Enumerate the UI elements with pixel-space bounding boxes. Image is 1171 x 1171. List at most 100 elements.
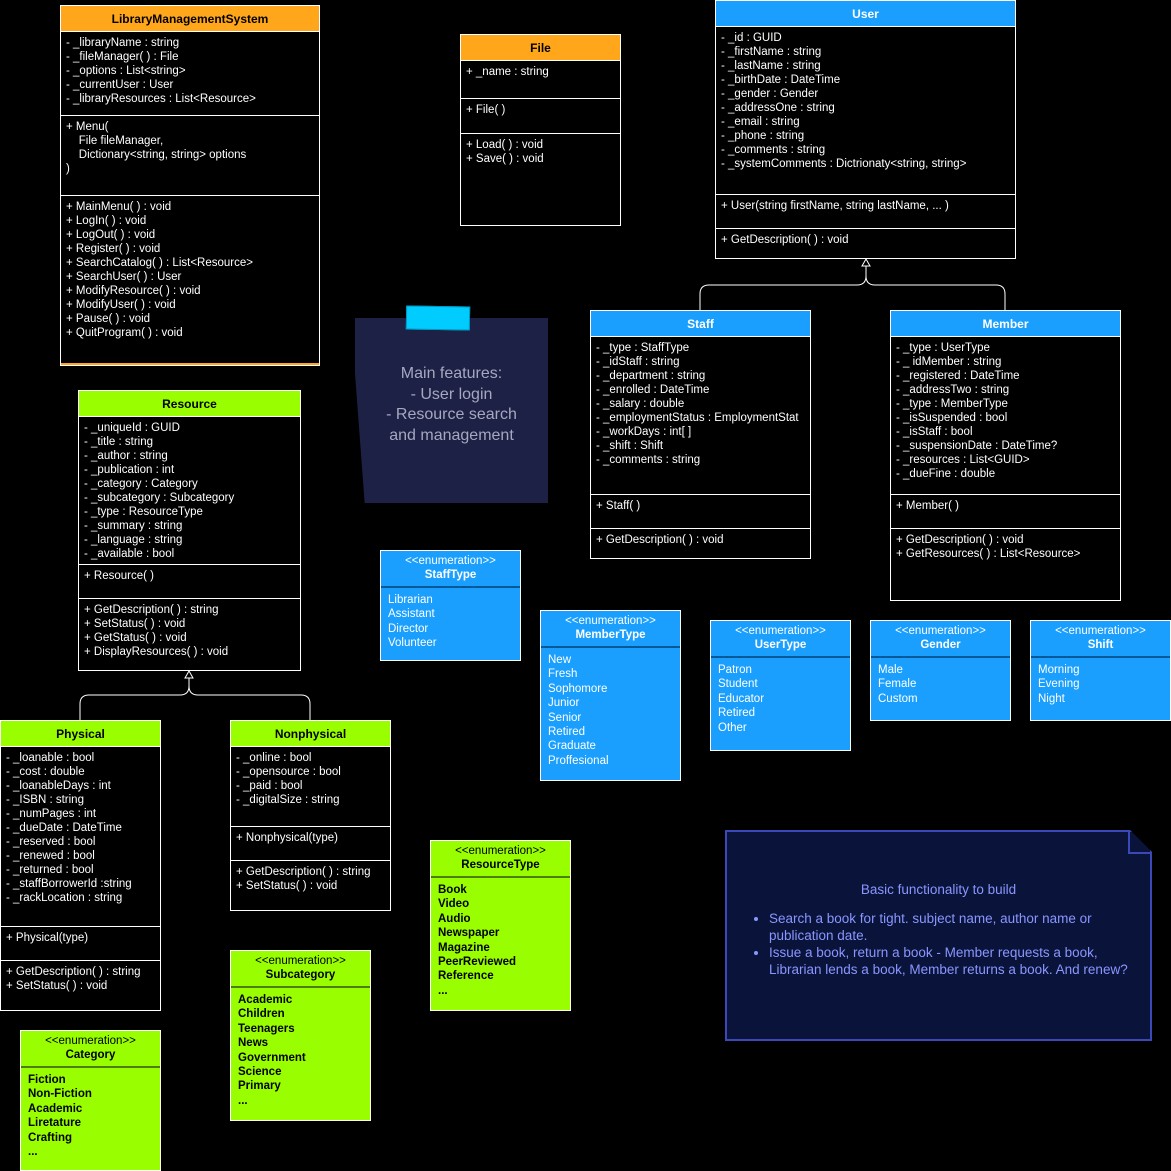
attribute: - _loanable : bool — [6, 752, 95, 764]
class-library-management-system[interactable]: LibraryManagementSystem - _libraryName :… — [60, 5, 320, 366]
constructor-section: + Menu( File fileManager, Dictionary<str… — [61, 116, 319, 196]
class-body: + _name : string + File( ) + Load( ) : voi… — [461, 61, 620, 225]
enum-value: News — [238, 1037, 269, 1050]
note-basic-functionality[interactable]: Basic functionality to build Search a bo… — [725, 830, 1152, 1041]
class-name: LibraryManagementSystem — [61, 6, 319, 32]
enum-value: Audio — [438, 912, 471, 925]
methods-section: + GetDescription( ) : void — [716, 229, 1015, 258]
attribute: - _digitalSize : string — [236, 794, 340, 806]
attribute: - _returned : bool — [6, 864, 94, 876]
sticky-note-main-features[interactable]: Main features: - User login - Resource s… — [355, 318, 548, 503]
method: + File( ) — [466, 104, 506, 116]
attribute: - _publication : int — [84, 464, 175, 476]
attribute: - _firstName : string — [721, 46, 822, 58]
enum-value: Educator — [718, 692, 765, 705]
enum-value: PeerReviewed — [438, 956, 516, 969]
enum-value: Librarian — [388, 594, 433, 606]
enum-value: Science — [238, 1066, 282, 1079]
attribute: - _available : bool — [84, 548, 175, 560]
attribute: - _paid : bool — [236, 780, 303, 792]
attribute: - _dueDate : DateTime — [6, 822, 122, 834]
class-resource[interactable]: Resource - _uniqueId : GUID- _title : st… — [78, 390, 301, 671]
enum-value: Academic — [238, 994, 293, 1006]
enum-value: Assistant — [388, 608, 435, 621]
attributes-section: - _id : GUID- _firstName : string- _last… — [716, 27, 1015, 195]
class-nonphysical[interactable]: Nonphysical - _online : bool- _opensourc… — [230, 720, 391, 911]
methods-section: + Load( ) : void+ Save( ) : void — [461, 134, 620, 225]
method: + Load( ) : void — [466, 139, 544, 151]
enum-value: Children — [238, 1008, 285, 1021]
enum-value: Evening — [1038, 678, 1080, 691]
attribute: - _dueFine : double — [896, 468, 996, 480]
note-line: - User login — [410, 385, 493, 403]
enum-header: <<enumeration>>ResourceType — [431, 841, 570, 878]
class-staff[interactable]: Staff - _type : StaffType- _idStaff : st… — [590, 310, 811, 559]
attribute: - _addressOne : string — [721, 102, 835, 114]
class-member[interactable]: Member - _type : UserType- _ idMember : … — [890, 310, 1121, 601]
methods-section: + GetDescription( ) : void — [591, 529, 810, 558]
enum-value: Fresh — [548, 668, 578, 681]
note-list-item: Search a book for tight. subject name, a… — [769, 910, 1150, 944]
method: + Register( ) : void — [66, 243, 161, 255]
enum-stereotype: <<enumeration>> — [1055, 625, 1146, 637]
note-list: Search a book for tight. subject name, a… — [727, 910, 1150, 978]
enum-value: ... — [438, 984, 448, 997]
enum-value: Patron — [718, 664, 752, 676]
attribute: - _renewed : bool — [6, 850, 95, 862]
enum-value: Crafting — [28, 1131, 73, 1144]
enum-value: Video — [438, 898, 470, 911]
enum-name: ResourceType — [461, 859, 540, 871]
method: + LogOut( ) : void — [66, 229, 156, 241]
class-user[interactable]: User - _id : GUID- _firstName : string- … — [715, 0, 1016, 259]
enum-value: Senior — [548, 711, 582, 724]
enum-header: <<enumeration>>UserType — [711, 621, 850, 658]
attribute: - _email : string — [721, 116, 800, 128]
attribute: - _isStaff : bool — [896, 426, 973, 438]
edge-staff-to-user — [699, 266, 867, 310]
class-body: - _loanable : bool- _cost : double- _loa… — [1, 747, 160, 1010]
attribute: - _phone : string — [721, 130, 805, 142]
enum-value: New — [548, 654, 572, 666]
enum-value: Reference — [438, 970, 494, 983]
enum-name: MemberType — [575, 629, 646, 641]
attributes-section: + _name : string — [461, 61, 620, 99]
enum-header: <<enumeration>>Gender — [871, 621, 1010, 658]
method: + Resource( ) — [84, 570, 154, 582]
enum-value: Newspaper — [438, 927, 500, 940]
enum-value: Fiction — [28, 1074, 66, 1086]
enum-name: Category — [65, 1049, 116, 1061]
note-title: Basic functionality to build — [860, 882, 1017, 897]
enum-name: Gender — [920, 639, 961, 651]
method: + MainMenu( ) : void — [66, 201, 172, 213]
class-file[interactable]: File + _name : string+ File( )+ Load( ) … — [460, 34, 621, 226]
attribute: - _enrolled : DateTime — [596, 384, 710, 396]
method: + GetResources( ) : List<Resource> — [896, 548, 1081, 560]
enum-value: Book — [438, 884, 467, 896]
attribute: - _workDays : int[ ] — [596, 426, 692, 438]
method: + SearchUser( ) : User — [66, 271, 182, 283]
attributes-section: - _loanable : bool- _cost : double- _loa… — [1, 747, 160, 927]
sticky-note-tape — [405, 305, 471, 331]
class-name: Nonphysical — [231, 721, 390, 747]
method: + Staff( ) — [596, 500, 641, 512]
note-line: Main features: — [400, 365, 503, 382]
class-physical[interactable]: Physical - _loanable : bool- _cost : dou… — [0, 720, 161, 1011]
resource-inheritance-arrowhead — [184, 669, 194, 679]
method: + GetDescription( ) : void — [596, 534, 724, 546]
attribute: - _type : ResourceType — [84, 506, 203, 518]
enum-value: Magazine — [438, 941, 490, 954]
methods-section: + GetDescription( ) : string+ SetStatus(… — [79, 599, 300, 670]
constructor-section: + Member( ) — [891, 495, 1120, 529]
method: + GetDescription( ) : void — [721, 234, 849, 246]
